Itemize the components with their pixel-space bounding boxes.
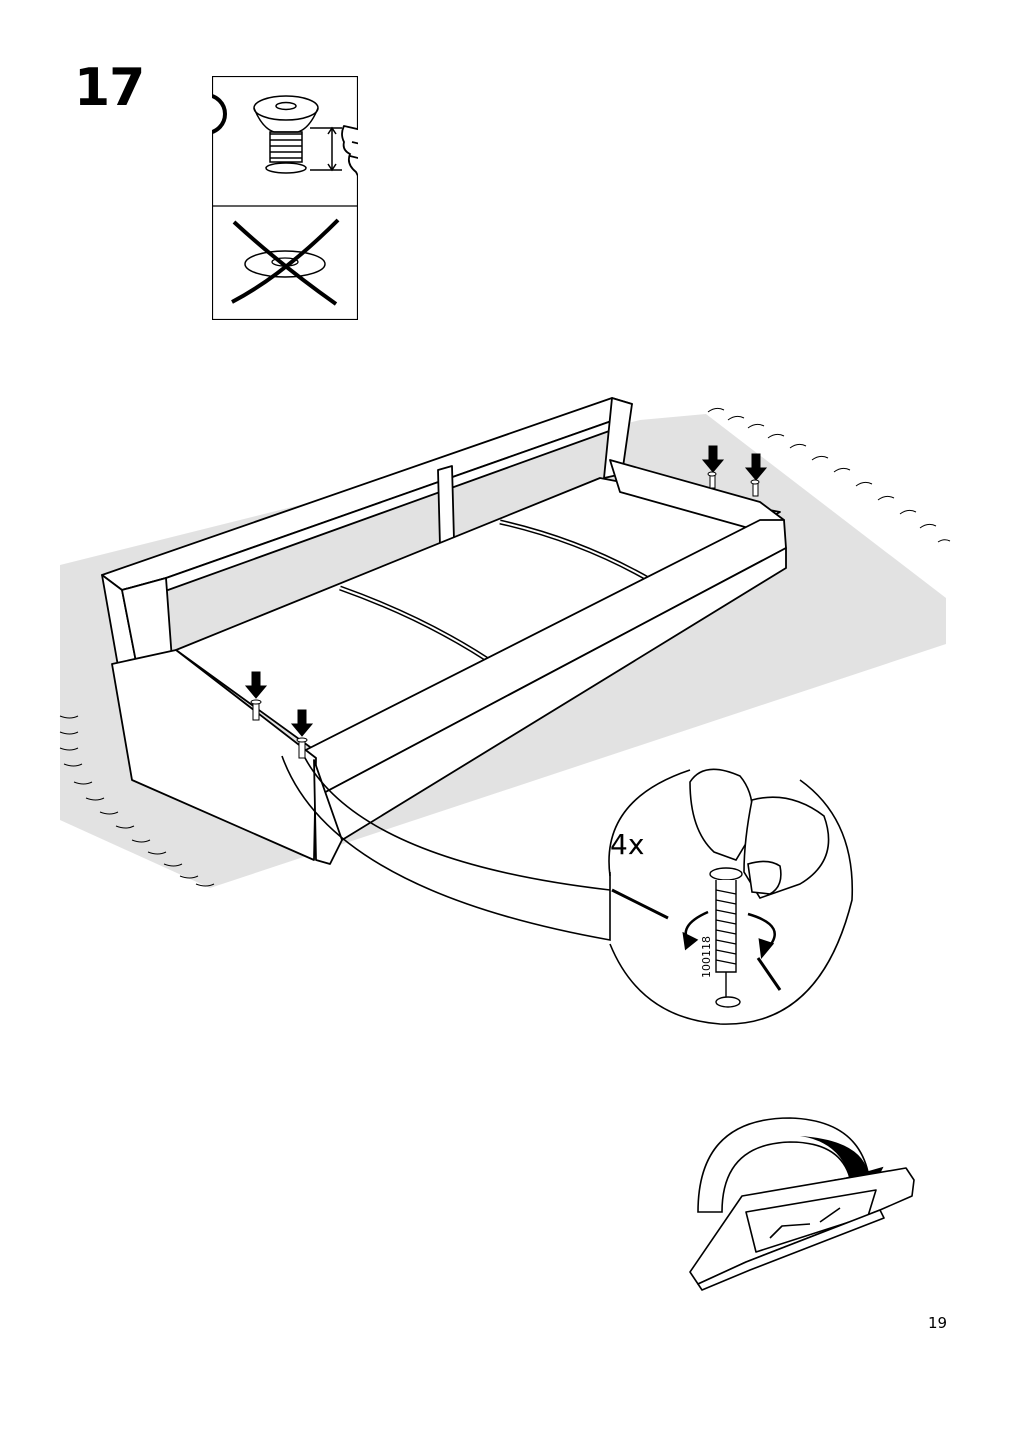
quantity-label: 4x (610, 828, 644, 861)
screw-icon (250, 699, 262, 721)
info-icon (212, 93, 227, 135)
screw-icon (709, 867, 743, 1008)
step-number: 17 (74, 58, 145, 118)
down-arrow-icon (290, 709, 314, 737)
sofa-frame (101, 397, 787, 865)
sofa-frame-small (689, 1167, 915, 1291)
down-arrow-icon (744, 453, 768, 481)
screw-icon (296, 737, 308, 759)
screw-detail-callout (608, 768, 854, 1025)
down-arrow-icon (244, 671, 268, 699)
rotate-clockwise-icon (682, 910, 776, 960)
screw-height-gauge-icon (253, 95, 342, 174)
down-arrow-icon (701, 445, 725, 473)
page-number: 19 (928, 1314, 948, 1332)
sofa-frame-illustration: 4x 100118 (59, 397, 951, 1025)
leg-swing-arc (281, 755, 611, 941)
hand-icon (689, 768, 830, 899)
screw-icon (707, 471, 717, 489)
part-number-label: 100118 (700, 936, 713, 978)
info-panel (212, 76, 358, 320)
screw-icon (750, 479, 760, 497)
hand-icon (341, 124, 358, 179)
flip-over-illustration (689, 1117, 915, 1291)
crossed-flush-screw-icon (231, 218, 340, 306)
